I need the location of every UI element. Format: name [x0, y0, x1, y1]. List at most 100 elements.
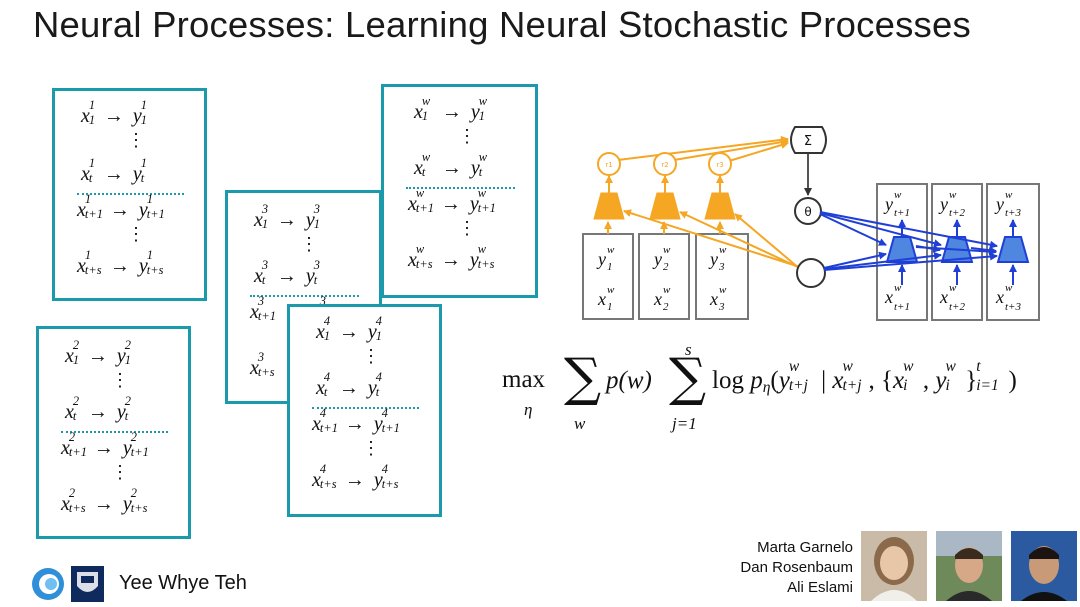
encoder-2 [649, 192, 681, 220]
svg-text:2: 2 [663, 301, 669, 313]
r1-node: r1 [597, 152, 621, 176]
oxford-crest-logo [71, 566, 104, 602]
presenter-name: Yee Whye Teh [119, 572, 247, 594]
max-subscript: η [524, 400, 533, 419]
svg-text:y: y [883, 194, 893, 214]
svg-text:t+3: t+3 [1005, 207, 1021, 219]
svg-text:w: w [894, 282, 902, 294]
sum-j-lower: j=1 [672, 414, 697, 433]
author-name: Marta Garnelo [757, 539, 853, 556]
encoder-edges [604, 135, 801, 270]
context-target-separator [312, 407, 419, 409]
encoder-3 [704, 192, 736, 220]
svg-text:w: w [1005, 189, 1013, 201]
sum-j-upper: s [685, 340, 692, 359]
svg-text:x: x [884, 287, 893, 307]
sum-w-subscript: w [574, 414, 586, 433]
r2-node: r2 [653, 152, 677, 176]
svg-text:y: y [652, 249, 662, 269]
author-list: Marta Garnelo Dan Rosenbaum Ali Eslami [740, 538, 853, 598]
svg-text:r1: r1 [605, 161, 612, 169]
svg-text:x: x [709, 289, 718, 309]
deepmind-logo [32, 568, 64, 600]
slide-title: Neural Processes: Learning Neural Stocha… [33, 4, 971, 45]
svg-text:t+1: t+1 [894, 301, 910, 313]
author-photo-1 [861, 531, 927, 601]
svg-text:x: x [995, 287, 1004, 307]
svg-text:y: y [994, 194, 1004, 214]
svg-text:t+2: t+2 [949, 301, 965, 313]
svg-text:w: w [663, 244, 671, 256]
decoder-3 [996, 236, 1030, 263]
svg-text:θ: θ [804, 205, 811, 219]
svg-text:3: 3 [718, 261, 725, 273]
context-target-separator [77, 193, 184, 195]
sum-node: Σ [790, 126, 827, 154]
prior-term: p(w) [606, 367, 652, 394]
svg-text:x: x [597, 289, 606, 309]
svg-text:w: w [949, 189, 957, 201]
svg-text:x: x [653, 289, 662, 309]
svg-text:y: y [708, 249, 718, 269]
author-photo-2 [936, 531, 1002, 601]
likelihood-term: log pη(ywt+j | xwt+j , {xwi , ywi }​ti=1… [712, 358, 1017, 396]
svg-text:r2: r2 [661, 161, 668, 169]
sum-over-j: ∑ [669, 348, 707, 408]
svg-text:1: 1 [607, 301, 613, 313]
svg-text:3: 3 [718, 301, 725, 313]
svg-text:w: w [1005, 282, 1013, 294]
author-photo-3 [1011, 531, 1077, 601]
svg-text:x: x [939, 287, 948, 307]
theta-node: θ [794, 197, 822, 225]
latent-node [796, 258, 826, 288]
svg-text:r3: r3 [716, 161, 723, 169]
context-target-separator [406, 187, 515, 189]
encoder-1 [593, 192, 625, 220]
svg-text:t+3: t+3 [1005, 301, 1021, 313]
svg-text:w: w [719, 284, 727, 296]
svg-text:2: 2 [663, 261, 669, 273]
svg-text:w: w [949, 282, 957, 294]
r3-node: r3 [708, 152, 732, 176]
context-target-separator [250, 295, 359, 297]
author-photos [861, 531, 1077, 601]
context-target-separator [61, 431, 168, 433]
svg-text:w: w [607, 284, 615, 296]
author-name: Dan Rosenbaum [740, 559, 853, 576]
svg-text:t+1: t+1 [894, 207, 910, 219]
svg-text:w: w [719, 244, 727, 256]
svg-text:w: w [607, 244, 615, 256]
decoder-edges [819, 211, 1017, 285]
max-operator: max [502, 366, 546, 393]
svg-text:w: w [663, 284, 671, 296]
svg-text:w: w [894, 189, 902, 201]
svg-text:Σ: Σ [804, 134, 812, 149]
sum-over-w: ∑ [564, 348, 602, 408]
svg-text:1: 1 [607, 261, 613, 273]
